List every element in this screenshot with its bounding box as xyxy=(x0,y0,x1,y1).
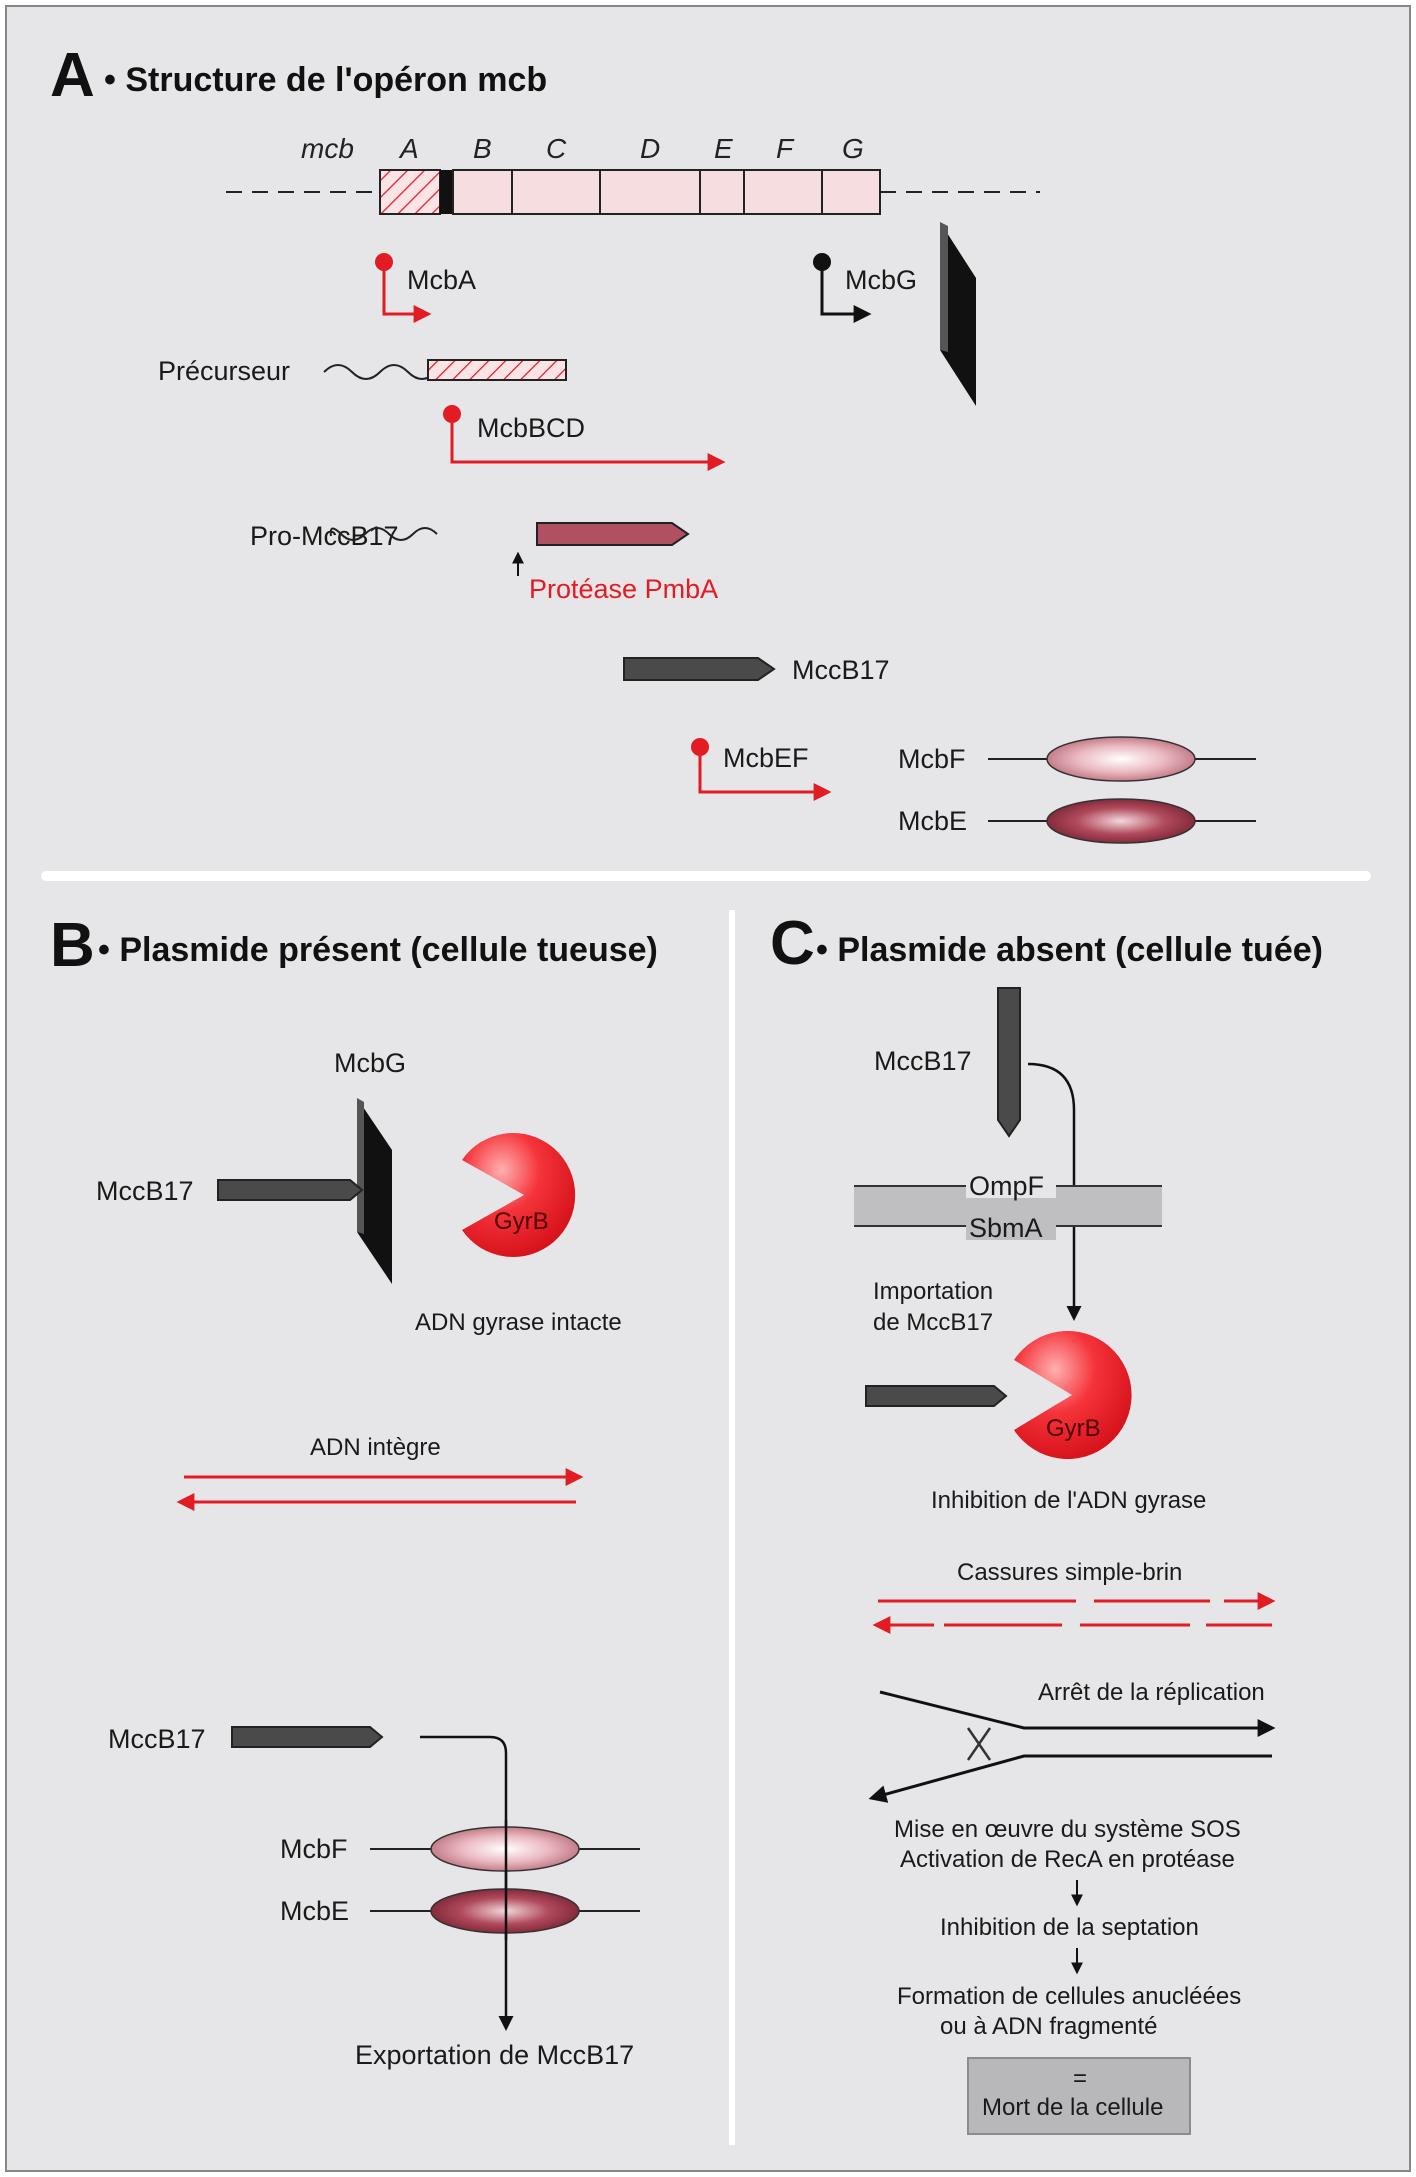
gene-label-a: A xyxy=(398,133,419,164)
protease-pmba-label: Protéase PmbA xyxy=(529,574,718,604)
promoter-mcbef-label: McbEF xyxy=(723,743,809,773)
panel-b: B • Plasmide présent (cellule tueuse) Mc… xyxy=(50,911,658,2070)
gene-label-c: C xyxy=(546,133,567,164)
panel-c-mccb17-peptide xyxy=(997,987,1021,1138)
promoter-mcba xyxy=(375,253,432,323)
panel-a-mcbe-protein xyxy=(1046,798,1196,844)
gene-label-f: F xyxy=(776,133,795,164)
panel-c-import-arrow xyxy=(1027,1062,1082,1321)
pro-mccb17-label: Pro-MccB17 xyxy=(250,521,399,551)
operon-name-label: mcb xyxy=(301,133,354,164)
panel-b-title: • Plasmide présent (cellule tueuse) xyxy=(98,931,658,969)
panel-b-mcbg-label: McbG xyxy=(334,1048,406,1078)
panel-c-equals-sign: = xyxy=(1073,2065,1087,2092)
mature-mccb17-label: MccB17 xyxy=(792,655,890,685)
panel-b-mcbe-label: McbE xyxy=(280,1896,349,1926)
panel-b-mccb17-export-peptide xyxy=(231,1726,384,1748)
panel-c-replication-fork xyxy=(868,1690,1276,1803)
panel-b-dna-intact-label: ADN intègre xyxy=(310,1434,441,1461)
panel-c-anucleate-label-2: ou à ADN fragmenté xyxy=(940,2013,1157,2040)
panel-c-anucleate-label-1: Formation de cellules anucléées xyxy=(897,1983,1241,2010)
precursor-peptide-box xyxy=(427,359,567,381)
gene-label-d: D xyxy=(640,133,660,164)
panel-b-mcbf-label: McbF xyxy=(280,1834,348,1864)
panel-a-letter: A xyxy=(50,41,95,110)
panel-c-breaks-label: Cassures simple-brin xyxy=(957,1559,1182,1586)
gene-label-g: G xyxy=(842,133,864,164)
gene-label-b: B xyxy=(473,133,492,164)
panel-b-mccb17-blocked xyxy=(217,1179,364,1201)
gene-label-e: E xyxy=(714,133,733,164)
panel-b-mccb17-bottom-label: MccB17 xyxy=(108,1724,206,1754)
promoter-mcbbcd-label: McbBCD xyxy=(477,413,585,443)
pro-mccb17-leader xyxy=(329,527,438,541)
panel-c-mccb17-label: MccB17 xyxy=(874,1046,972,1076)
panel-c-death-label: Mort de la cellule xyxy=(982,2094,1163,2121)
panel-b-gyrb-enzyme xyxy=(462,1133,576,1257)
panel-c-death-box xyxy=(967,2057,1191,2135)
panel-c-ompf-label: OmpF xyxy=(969,1171,1044,1201)
promoter-mcbef xyxy=(691,738,832,801)
mature-mccb17-peptide xyxy=(623,657,776,681)
panel-b-mccb17-top-label: MccB17 xyxy=(96,1176,194,1206)
panel-c-mccb17-bound xyxy=(865,1385,1008,1407)
panel-c: C • Plasmide absent (cellule tuée) MccB1… xyxy=(770,909,1323,2135)
panel-c-title: • Plasmide absent (cellule tuée) xyxy=(816,931,1323,969)
promoter-mcbg xyxy=(813,253,872,323)
panel-c-replication-stop-label: Arrêt de la réplication xyxy=(1038,1679,1265,1706)
panel-c-sbma-label: SbmA xyxy=(969,1213,1043,1243)
panel-b-mcbg-plate xyxy=(357,1098,392,1284)
panel-c-septation-label: Inhibition de la septation xyxy=(940,1914,1199,1941)
promoter-mcba-label: McbA xyxy=(407,265,476,295)
panel-b-gyrb-label: GyrB xyxy=(494,1208,549,1235)
panel-c-broken-dna xyxy=(872,1592,1276,1634)
panel-a-mcbe-label: McbE xyxy=(898,806,967,836)
precursor-label: Précurseur xyxy=(158,356,290,386)
panel-c-letter: C xyxy=(770,909,815,978)
promoter-mcbbcd xyxy=(443,405,726,471)
panel-c-sos-label-1: Mise en œuvre du système SOS xyxy=(894,1816,1241,1843)
panel-a-title: • Structure de l'opéron mcb xyxy=(104,61,547,99)
panel-c-gyrb-label: GyrB xyxy=(1046,1415,1101,1442)
panel-c-import-label-2: de MccB17 xyxy=(873,1309,993,1336)
operon-genes-box xyxy=(452,169,881,215)
panel-a: A • Structure de l'opéron mcb mcb A B C … xyxy=(50,41,1256,844)
panel-a-mcbf-protein xyxy=(1046,736,1196,782)
panel-c-import-label-1: Importation xyxy=(873,1278,993,1305)
panel-c-gyrb-enzyme xyxy=(1014,1331,1132,1459)
panel-b-export-label: Exportation de MccB17 xyxy=(355,2040,634,2070)
panel-a-mcbf-label: McbF xyxy=(898,744,966,774)
gene-a-box xyxy=(379,169,441,215)
gene-a-end-marker xyxy=(440,170,453,214)
promoter-mcbg-label: McbG xyxy=(845,265,917,295)
pro-mccb17-peptide xyxy=(536,522,690,546)
panel-c-sos-label-2: Activation de RecA en protéase xyxy=(900,1846,1235,1873)
panel-c-gyrase-inhibition-label: Inhibition de l'ADN gyrase xyxy=(931,1487,1206,1514)
panel-b-letter: B xyxy=(50,911,95,980)
mcbg-protein-plate xyxy=(940,222,976,406)
figure-background xyxy=(5,5,1411,2172)
panel-b-gyrase-intact-label: ADN gyrase intacte xyxy=(415,1309,622,1336)
panel-b-export-arrow xyxy=(420,1735,514,2031)
